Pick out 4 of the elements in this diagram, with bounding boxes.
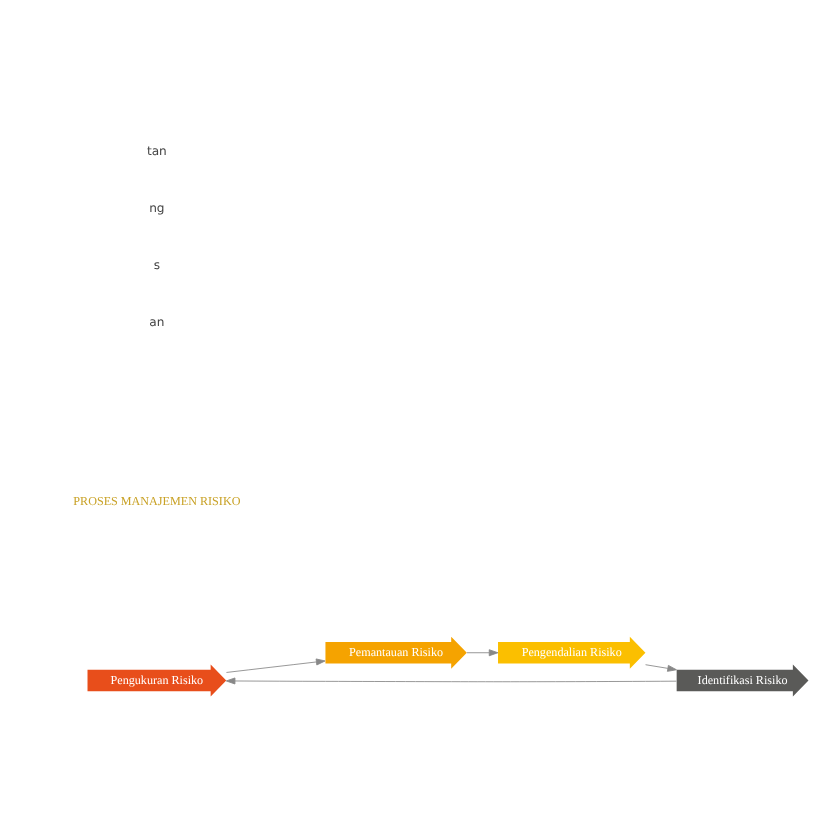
arrow	[226, 658, 326, 673]
arrow	[466, 649, 499, 657]
arrow	[225, 677, 677, 685]
arrow	[645, 664, 677, 672]
